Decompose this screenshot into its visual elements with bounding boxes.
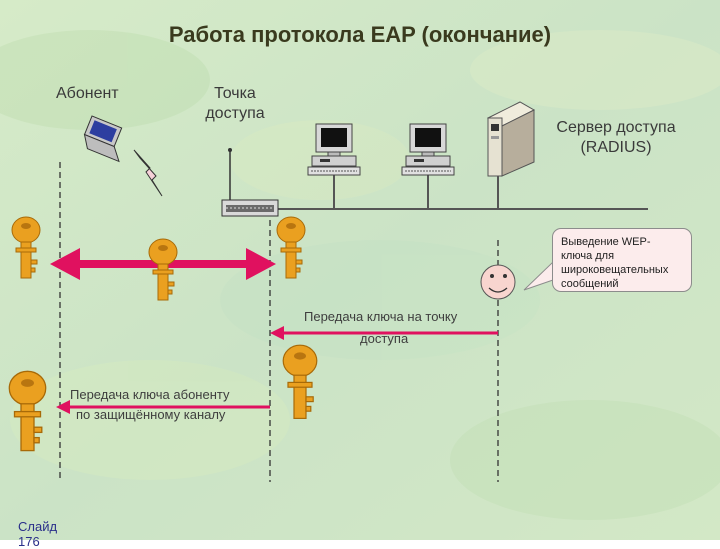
- arrow-to-subscriber: [56, 400, 70, 414]
- bubble-line1: Выведение WEP-: [561, 236, 651, 248]
- bubble-line4: сообщений: [561, 278, 619, 290]
- laptop-icon: [83, 115, 123, 163]
- page-title: Работа протокола EAP (окончание): [168, 22, 552, 47]
- access-point-icon: [221, 148, 279, 217]
- speech-bubble: Выведение WEP- ключа для широковещательн…: [552, 228, 692, 292]
- server-label-line2: (RADIUS): [580, 139, 652, 156]
- to-ap-caption-line1: Передача ключа на точку: [304, 309, 458, 324]
- arrow-to-ap: [270, 326, 284, 340]
- to-subscriber-caption-line1: Передача ключа абоненту: [70, 387, 230, 402]
- access-point-label-line2: доступа: [205, 105, 265, 122]
- slide-number-value: 176: [18, 534, 40, 549]
- server-tower-icon: [486, 101, 536, 177]
- slide-number: Слайд 176: [18, 519, 57, 549]
- to-ap-caption-line2: доступа: [360, 331, 409, 346]
- access-point-label-line1: Точка: [214, 85, 256, 102]
- to-subscriber-caption-line2: по защищённому каналу: [76, 407, 226, 422]
- slide-label: Слайд: [18, 519, 58, 534]
- bubble-line3: широковещательных: [561, 264, 669, 276]
- server-label-line1: Сервер доступа: [556, 119, 676, 136]
- access-point-label: Точка доступа: [200, 84, 270, 124]
- lightning-bolt-icon: [133, 149, 163, 197]
- desktop-computer-icon: [307, 123, 361, 176]
- bubble-line2: ключа для: [561, 250, 615, 262]
- server-label: Сервер доступа (RADIUS): [544, 118, 688, 158]
- desktop-computer-icon: [401, 123, 455, 176]
- smiley-face-icon: [480, 264, 516, 300]
- subscriber-label: Абонент: [56, 85, 119, 102]
